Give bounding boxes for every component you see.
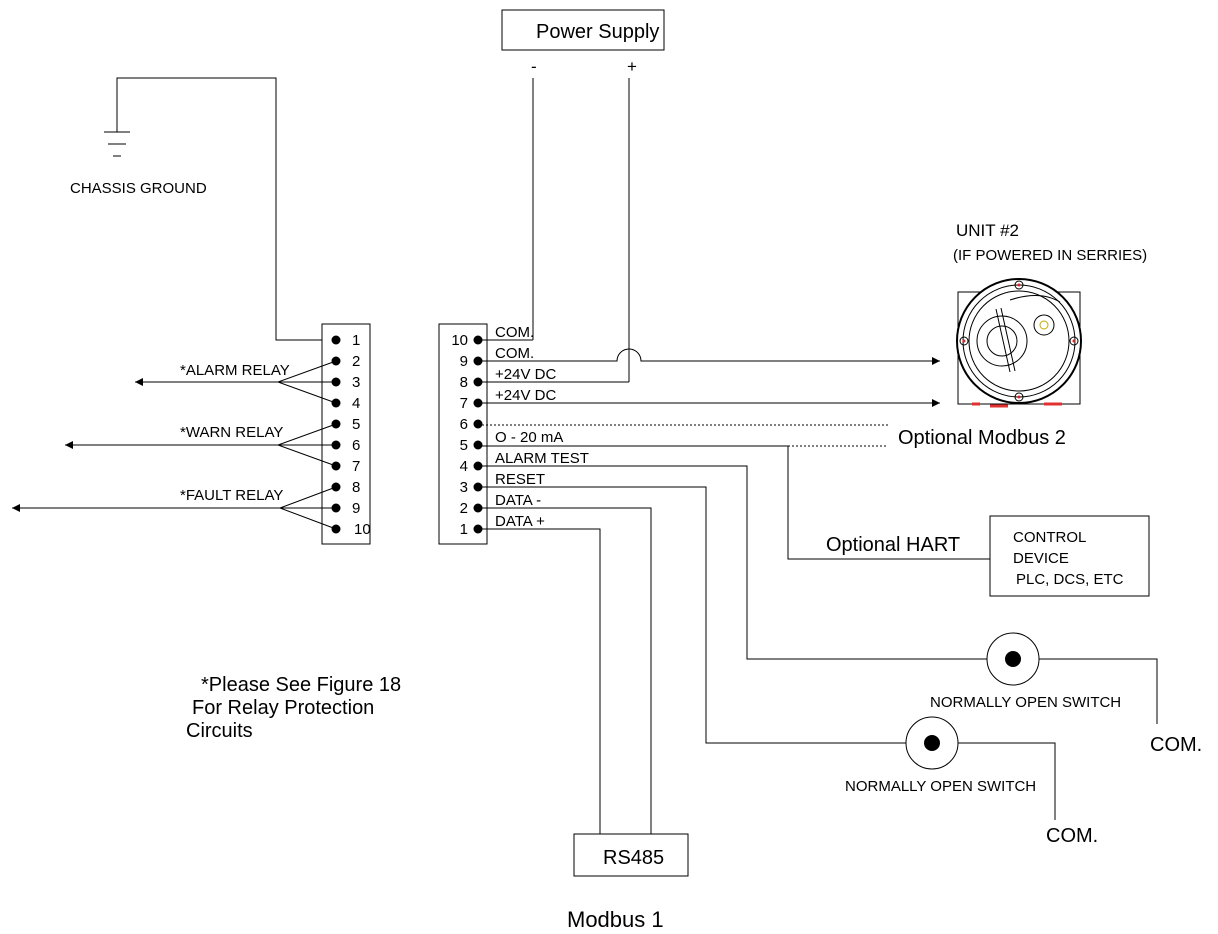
right-pin-label: 2 [460, 500, 468, 517]
chassis-ground: CHASSIS GROUND [70, 78, 322, 340]
note-line3: Circuits [186, 720, 253, 742]
right-pin-label: 3 [460, 479, 468, 496]
signal-label: DATA - [495, 492, 541, 509]
rs485-device: RS485 [574, 834, 688, 876]
right-pin-dot [473, 419, 483, 429]
signal-label: RESET [495, 471, 545, 488]
left-pin-label: 2 [352, 353, 360, 370]
note-line1: *Please See Figure 18 [201, 674, 401, 696]
unit2-title: UNIT #2 [956, 221, 1019, 240]
signal-label: DATA + [495, 513, 545, 530]
switch-lower-label: NORMALLY OPEN SWITCH [845, 778, 1036, 795]
unit2-device: UNIT #2 (IF POWERED IN SERRIES) [953, 221, 1147, 406]
power-supply: Power Supply - + [502, 10, 664, 382]
left-pin-label: 3 [352, 374, 360, 391]
relay-terminal-block: 1 2 3 4 5 6 7 8 9 10 [322, 324, 371, 544]
fault-relay-label: *FAULT RELAY [180, 487, 283, 504]
left-pin-label: 6 [352, 437, 360, 454]
signal-label: +24V DC [495, 366, 556, 383]
signal-label: COM. [495, 324, 534, 341]
right-pin-label: 10 [451, 332, 468, 349]
switch-upper-label: NORMALLY OPEN SWITCH [930, 694, 1121, 711]
control-device-line3: PLC, DCS, ETC [1016, 571, 1124, 588]
warn-relay-label: *WARN RELAY [180, 424, 283, 441]
unit2-subtitle: (IF POWERED IN SERRIES) [953, 247, 1147, 264]
right-pin-dot [473, 440, 483, 450]
left-pin-label: 1 [352, 332, 360, 349]
chassis-ground-label: CHASSIS GROUND [70, 180, 207, 197]
right-pin-label: 9 [460, 353, 468, 370]
left-pin-label: 5 [352, 416, 360, 433]
left-pin-label: 10 [354, 521, 371, 538]
optional-modbus2-label: Optional Modbus 2 [898, 427, 1066, 449]
signal-label: +24V DC [495, 387, 556, 404]
modbus1-label: Modbus 1 [567, 907, 664, 932]
right-pin-label: 1 [460, 521, 468, 538]
left-pin-label: 4 [352, 395, 360, 412]
control-device: CONTROL DEVICE PLC, DCS, ETC [990, 516, 1149, 596]
control-device-line2: DEVICE [1013, 550, 1069, 567]
power-plus-label: + [627, 57, 637, 76]
control-device-line1: CONTROL [1013, 529, 1086, 546]
signal-label: ALARM TEST [495, 450, 589, 467]
left-pin-dot [331, 335, 341, 345]
com-upper-label: COM. [1150, 734, 1202, 756]
left-pin-label: 7 [352, 458, 360, 475]
alarm-relay-label: *ALARM RELAY [180, 362, 290, 379]
optional-hart-label: Optional HART [826, 534, 960, 556]
right-pin-label: 8 [460, 374, 468, 391]
com-lower-label: COM. [1046, 825, 1098, 847]
right-pin-label: 6 [460, 416, 468, 433]
alarm-test-switch: NORMALLY OPEN SWITCH COM. [930, 633, 1202, 756]
note-line2: For Relay Protection [192, 697, 374, 719]
left-pin-label: 8 [352, 479, 360, 496]
power-supply-label: Power Supply [536, 21, 659, 43]
signal-label: O - 20 mA [495, 429, 563, 446]
signal-label: COM. [495, 345, 534, 362]
relay-wiring: *ALARM RELAY *WARN RELAY *FAULT RELAY [12, 361, 336, 529]
right-pin-label: 4 [460, 458, 468, 475]
power-minus-label: - [531, 57, 537, 76]
signal-wiring [478, 340, 1157, 834]
rs485-label: RS485 [603, 847, 664, 869]
left-pin-label: 9 [352, 500, 360, 517]
right-pin-label: 5 [460, 437, 468, 454]
right-pin-label: 7 [460, 395, 468, 412]
relay-note: *Please See Figure 18 For Relay Protecti… [186, 674, 401, 742]
reset-switch: NORMALLY OPEN SWITCH COM. [845, 717, 1098, 847]
